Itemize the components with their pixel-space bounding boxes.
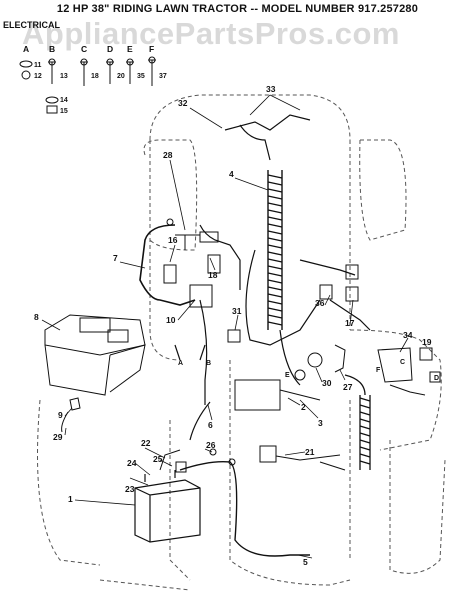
callout-29: 29 xyxy=(53,432,63,442)
diagram-title: 12 HP 38" RIDING LAWN TRACTOR -- MODEL N… xyxy=(56,3,419,15)
callout-1: 1 xyxy=(68,494,73,504)
callout-26: 26 xyxy=(206,440,216,450)
component-18 xyxy=(207,254,221,274)
hw-letter-f: F xyxy=(149,44,154,54)
callout-6: 6 xyxy=(208,420,213,430)
callout-25: 25 xyxy=(153,454,163,464)
callout-a: A xyxy=(178,360,183,367)
callout-18: 18 xyxy=(208,270,218,280)
callout-5: 5 xyxy=(303,557,308,567)
hw-number-12: 12 xyxy=(34,73,42,80)
callout-34: 34 xyxy=(403,330,413,340)
callout-16: 16 xyxy=(168,235,178,245)
hw-number-18: 18 xyxy=(91,73,99,80)
hw-number-11: 11 xyxy=(34,62,42,69)
hw-letter-b: B xyxy=(49,44,55,54)
callout-36: 36 xyxy=(315,298,325,308)
callout-31: 31 xyxy=(232,306,242,316)
hw-number-14: 14 xyxy=(60,97,68,104)
wiring-harness xyxy=(174,114,371,405)
hardware-labels: A B C D E F 11 12 13 18 20 35 37 14 15 xyxy=(23,44,167,115)
callout-3: 3 xyxy=(318,418,323,428)
callout-9: 9 xyxy=(58,410,63,420)
hw-letter-e: E xyxy=(127,44,133,54)
part-34 xyxy=(377,347,413,383)
callout-b: B xyxy=(206,360,211,367)
tractor-outline xyxy=(37,94,446,591)
hardware-row xyxy=(19,56,156,114)
callout-f: F xyxy=(376,367,381,374)
component-16 xyxy=(163,264,177,284)
callout-2: 2 xyxy=(301,402,306,412)
callout-23: 23 xyxy=(125,484,135,494)
callout-10: 10 xyxy=(166,315,176,325)
callout-8: 8 xyxy=(34,312,39,322)
section-label: ELECTRICAL xyxy=(3,20,60,30)
callout-33: 33 xyxy=(266,84,276,94)
key-switch xyxy=(189,284,213,308)
hw-number-15: 15 xyxy=(60,108,68,115)
solenoid-21 xyxy=(259,445,277,463)
callout-d: D xyxy=(434,375,439,382)
tray-8 xyxy=(44,314,146,396)
wire-7 xyxy=(139,224,196,306)
part-31 xyxy=(227,329,241,343)
callout-30: 30 xyxy=(322,378,332,388)
callout-17: 17 xyxy=(345,318,355,328)
callout-27: 27 xyxy=(343,382,353,392)
callout-c: C xyxy=(400,359,405,366)
hw-letter-d: D xyxy=(107,44,113,54)
conduit-4 xyxy=(267,170,283,330)
callout-24: 24 xyxy=(127,458,137,468)
hw-number-13: 13 xyxy=(60,73,68,80)
callout-21: 21 xyxy=(305,447,315,457)
callout-4: 4 xyxy=(229,169,234,179)
clip-9 xyxy=(69,397,81,411)
callout-22: 22 xyxy=(141,438,151,448)
hw-number-20: 20 xyxy=(117,73,125,80)
hw-number-35: 35 xyxy=(137,73,145,80)
battery-1 xyxy=(134,470,201,543)
callout-e: E xyxy=(285,372,290,379)
hw-letter-c: C xyxy=(81,44,87,54)
callout-32: 32 xyxy=(178,98,188,108)
starter xyxy=(234,379,281,411)
cable-5 xyxy=(179,460,310,557)
part-30 xyxy=(307,352,323,368)
hw-letter-a: A xyxy=(23,44,29,54)
callout-28: 28 xyxy=(163,150,173,160)
callout-labels: 32 33 28 4 16 7 8 18 10 31 36 17 34 19 C… xyxy=(34,84,439,567)
watermark: AppliancePartsPros.com xyxy=(22,16,400,51)
conduit-lower xyxy=(344,374,371,470)
callout-19: 19 xyxy=(422,337,432,347)
callout-7: 7 xyxy=(113,253,118,263)
hw-number-37: 37 xyxy=(159,73,167,80)
